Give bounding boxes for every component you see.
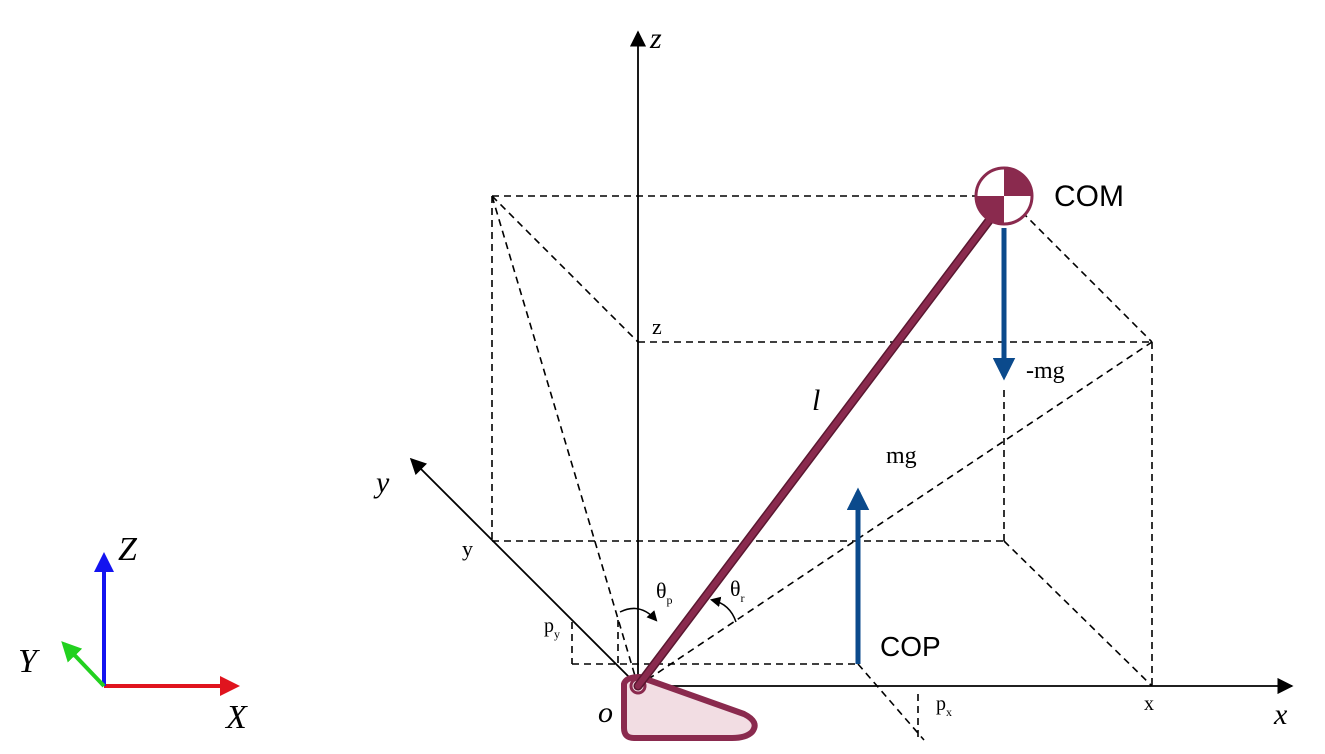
box-top-left-edge xyxy=(491,195,639,343)
com-quadrant-bottom-left xyxy=(976,196,1004,224)
global-frame: X Y Z xyxy=(18,531,248,736)
theta-r-arc xyxy=(709,596,737,623)
global-z-label: Z xyxy=(118,531,138,568)
global-x-label: X xyxy=(224,699,248,736)
com-symbol: COM xyxy=(974,166,1124,226)
px-projection-line xyxy=(857,663,925,741)
com-quadrant-top-right xyxy=(1004,168,1032,196)
reaction-force-label: mg xyxy=(886,443,917,469)
com-diagonal-to-back xyxy=(491,195,639,687)
local-y-axis-label: y xyxy=(373,466,390,499)
projection-box xyxy=(491,195,1153,741)
projection-z-label: z xyxy=(652,314,662,339)
theta-r-label: θr xyxy=(730,576,745,605)
theta-p-label: θp xyxy=(656,578,673,607)
local-axes: z x y o xyxy=(373,22,1294,731)
length-label: l xyxy=(812,384,820,417)
theta-p-arc xyxy=(619,607,658,622)
global-y-label: Y xyxy=(18,643,40,680)
box-bottom-right-edge xyxy=(1003,540,1153,687)
projection-labels: z y x py px xyxy=(462,314,1154,719)
origin-label: o xyxy=(598,696,613,729)
local-x-axis-label: x xyxy=(1273,698,1288,731)
gravity-force-label: -mg xyxy=(1026,358,1065,384)
projection-y-label: y xyxy=(462,536,473,561)
local-y-axis xyxy=(409,457,639,687)
com-label: COM xyxy=(1054,180,1124,213)
px-label: px xyxy=(936,693,952,719)
forces: -mg mg COP xyxy=(846,228,1065,664)
py-label: py xyxy=(544,615,560,641)
local-z-axis-label: z xyxy=(649,22,662,55)
projection-x-label: x xyxy=(1144,693,1154,715)
angle-markers: θp θr xyxy=(619,576,745,623)
foot xyxy=(621,674,758,741)
box-top-right-edge xyxy=(1021,211,1153,343)
pendulum-link xyxy=(635,211,997,689)
global-y-axis xyxy=(61,641,106,688)
cop-label: COP xyxy=(880,631,941,662)
